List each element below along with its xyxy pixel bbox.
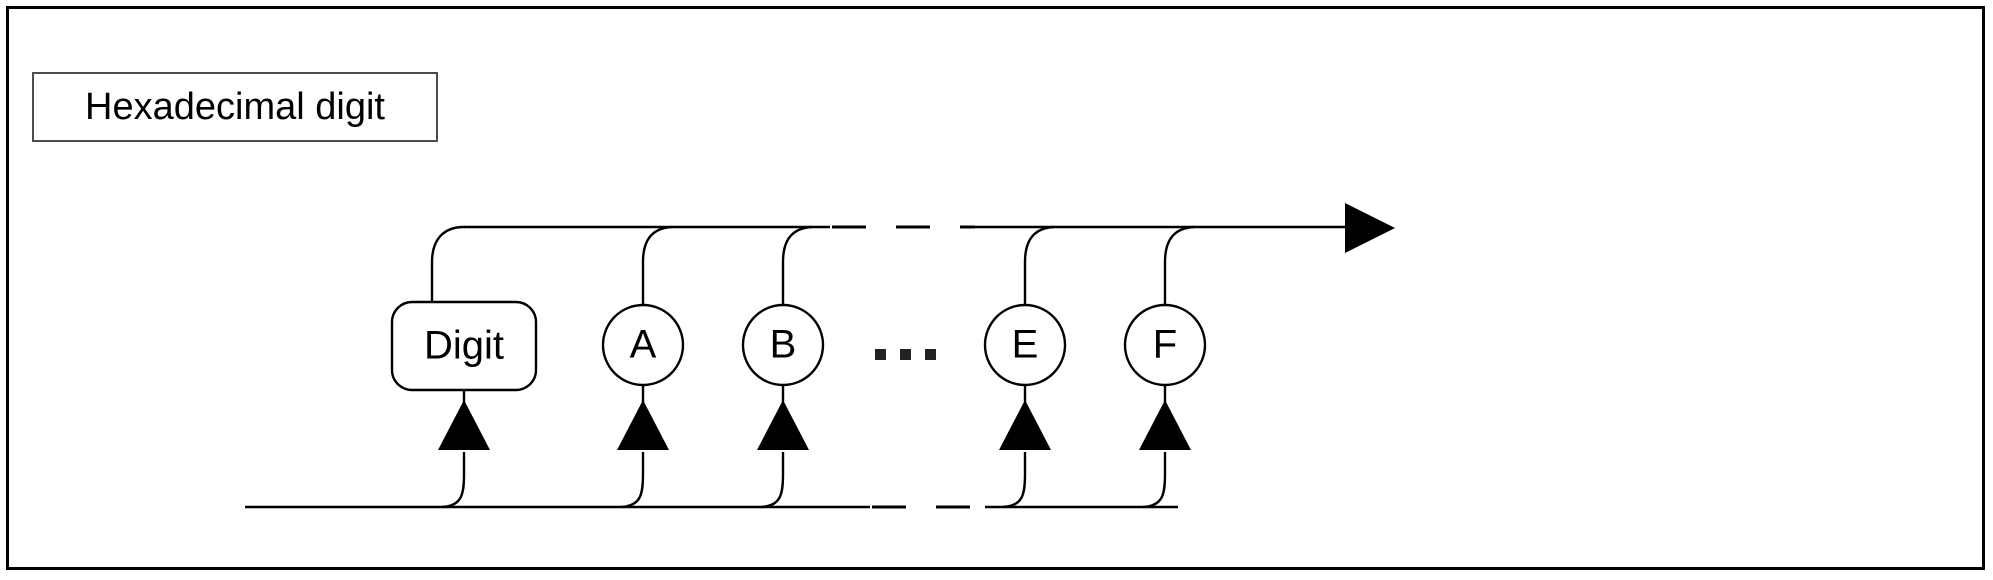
node-digit-label: Digit: [424, 324, 504, 368]
bottom-connector-digit: [441, 452, 466, 509]
top-rail-corner-digit: [430, 225, 465, 302]
node-f-label: F: [1153, 323, 1177, 367]
node-e-label: E: [1012, 323, 1039, 367]
entry-arrow-digit-icon: [438, 400, 490, 450]
top-connector-a: [641, 225, 673, 305]
top-connector-b: [781, 225, 813, 305]
entry-arrow-b-icon: [757, 400, 809, 450]
page-title: Hexadecimal digit: [85, 86, 385, 128]
bottom-connector-b: [760, 452, 785, 509]
bottom-connector-f: [1142, 452, 1167, 509]
node-b-label: B: [770, 323, 797, 367]
entry-arrow-f-icon: [1139, 400, 1191, 450]
entry-arrow-a-icon: [617, 400, 669, 450]
exit-arrow-icon: [1345, 203, 1395, 253]
ellipsis-icon: [875, 349, 936, 360]
bottom-connector-a: [620, 452, 645, 509]
entry-arrow-e-icon: [999, 400, 1051, 450]
top-connector-f: [1163, 225, 1195, 305]
node-a-label: A: [630, 323, 657, 367]
top-connector-e: [1023, 225, 1055, 305]
bottom-connector-e: [1002, 452, 1027, 509]
title-box: Hexadecimal digit: [32, 72, 438, 142]
